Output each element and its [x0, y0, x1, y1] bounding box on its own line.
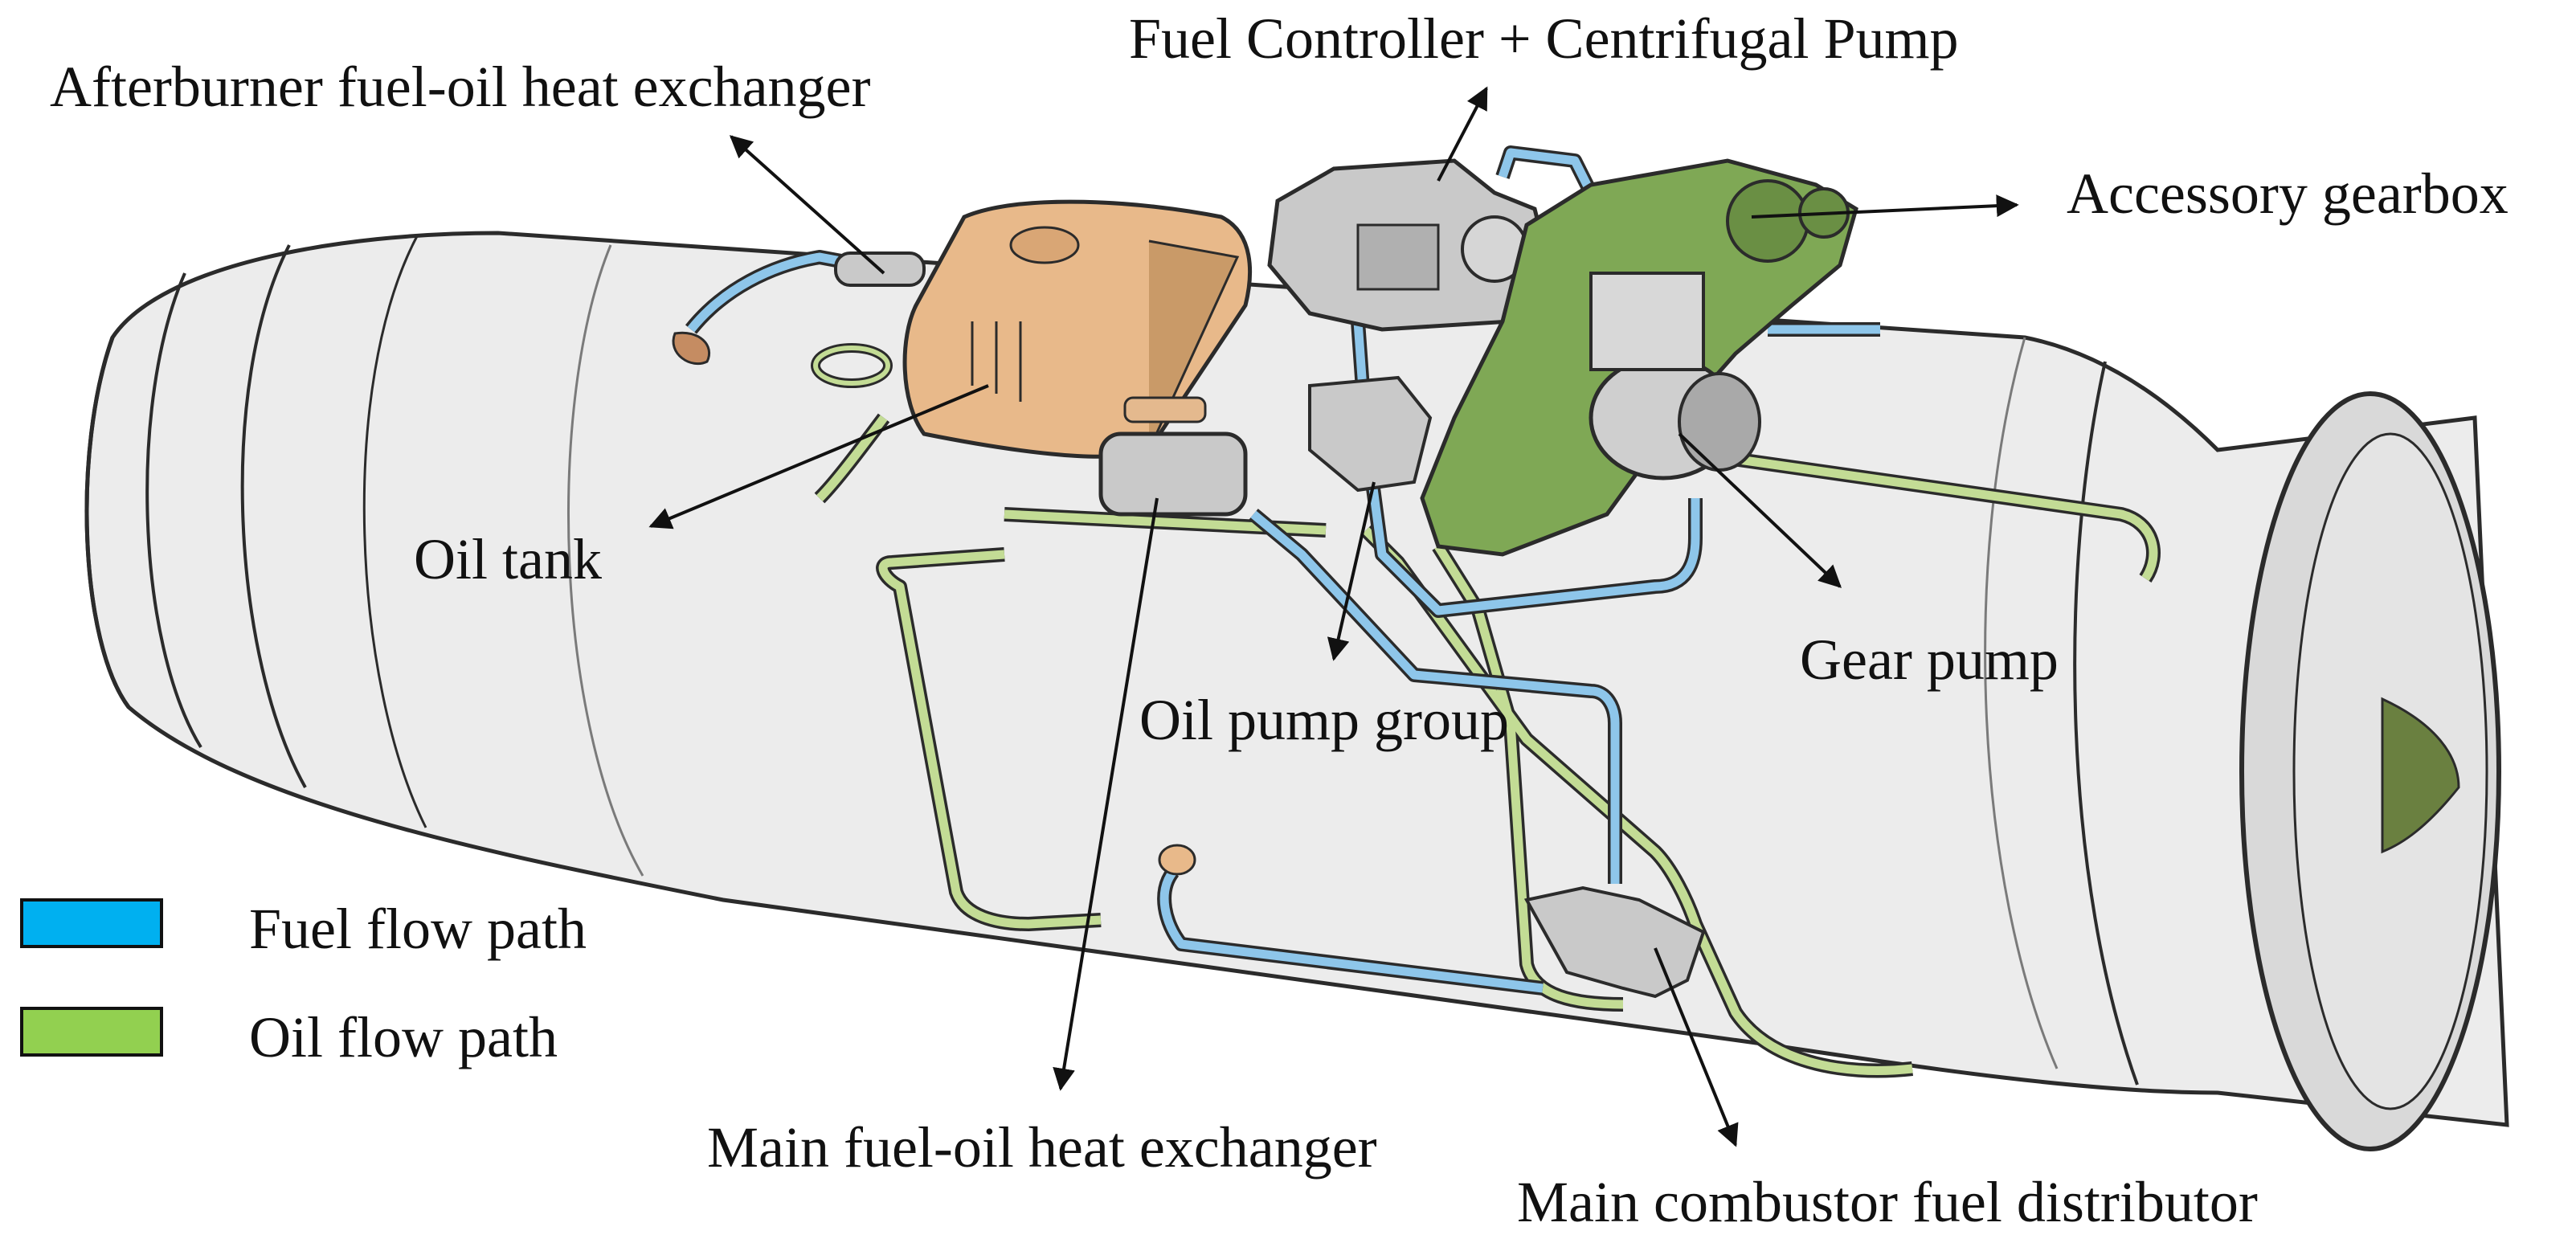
label-accessory-gearbox: Accessory gearbox — [2067, 162, 2509, 226]
arrow-accessory-gearbox — [1751, 194, 2019, 219]
legend-oil-label: Oil flow path — [249, 1005, 558, 1069]
label-afterburner-hx: Afterburner fuel-oil heat exchanger — [50, 55, 871, 119]
label-main-hx: Main fuel-oil heat exchanger — [707, 1115, 1377, 1180]
engine-casing — [84, 231, 2509, 1151]
arrow-combustor-distributor — [1654, 947, 1739, 1147]
arrow-afterburner-hx — [729, 135, 885, 275]
label-gear-pump: Gear pump — [1800, 628, 2059, 692]
arrow-oil-pump-group — [1327, 481, 1376, 661]
label-combustor-distributor: Main combustor fuel distributor — [1517, 1170, 2258, 1234]
legend-fuel-label: Fuel flow path — [249, 897, 587, 961]
combustor-distributor-shape — [1523, 885, 1706, 999]
oil-pump-group-shape — [1308, 375, 1433, 493]
legend-oil-swatch — [20, 1007, 163, 1057]
oil-pipes-fill — [816, 415, 2158, 1075]
label-fuel-controller: Fuel Controller + Centrifugal Pump — [1129, 6, 1959, 71]
arrow-oil-tank — [648, 384, 989, 530]
arrow-main-hx — [1053, 497, 1159, 1091]
leader-arrows — [648, 86, 2019, 1147]
oil-tank-shape — [902, 199, 1253, 459]
legend-fuel-swatch — [20, 898, 163, 948]
main-hx-shape — [1098, 396, 1248, 876]
arrow-fuel-controller — [1437, 86, 1488, 182]
arrow-gear-pump — [1678, 432, 1842, 588]
label-oil-pump-group: Oil pump group — [1139, 688, 1509, 752]
label-oil-tank: Oil tank — [414, 527, 602, 591]
fuel-pipes-fill — [687, 148, 1880, 993]
gear-pump-shape — [1589, 272, 1761, 480]
